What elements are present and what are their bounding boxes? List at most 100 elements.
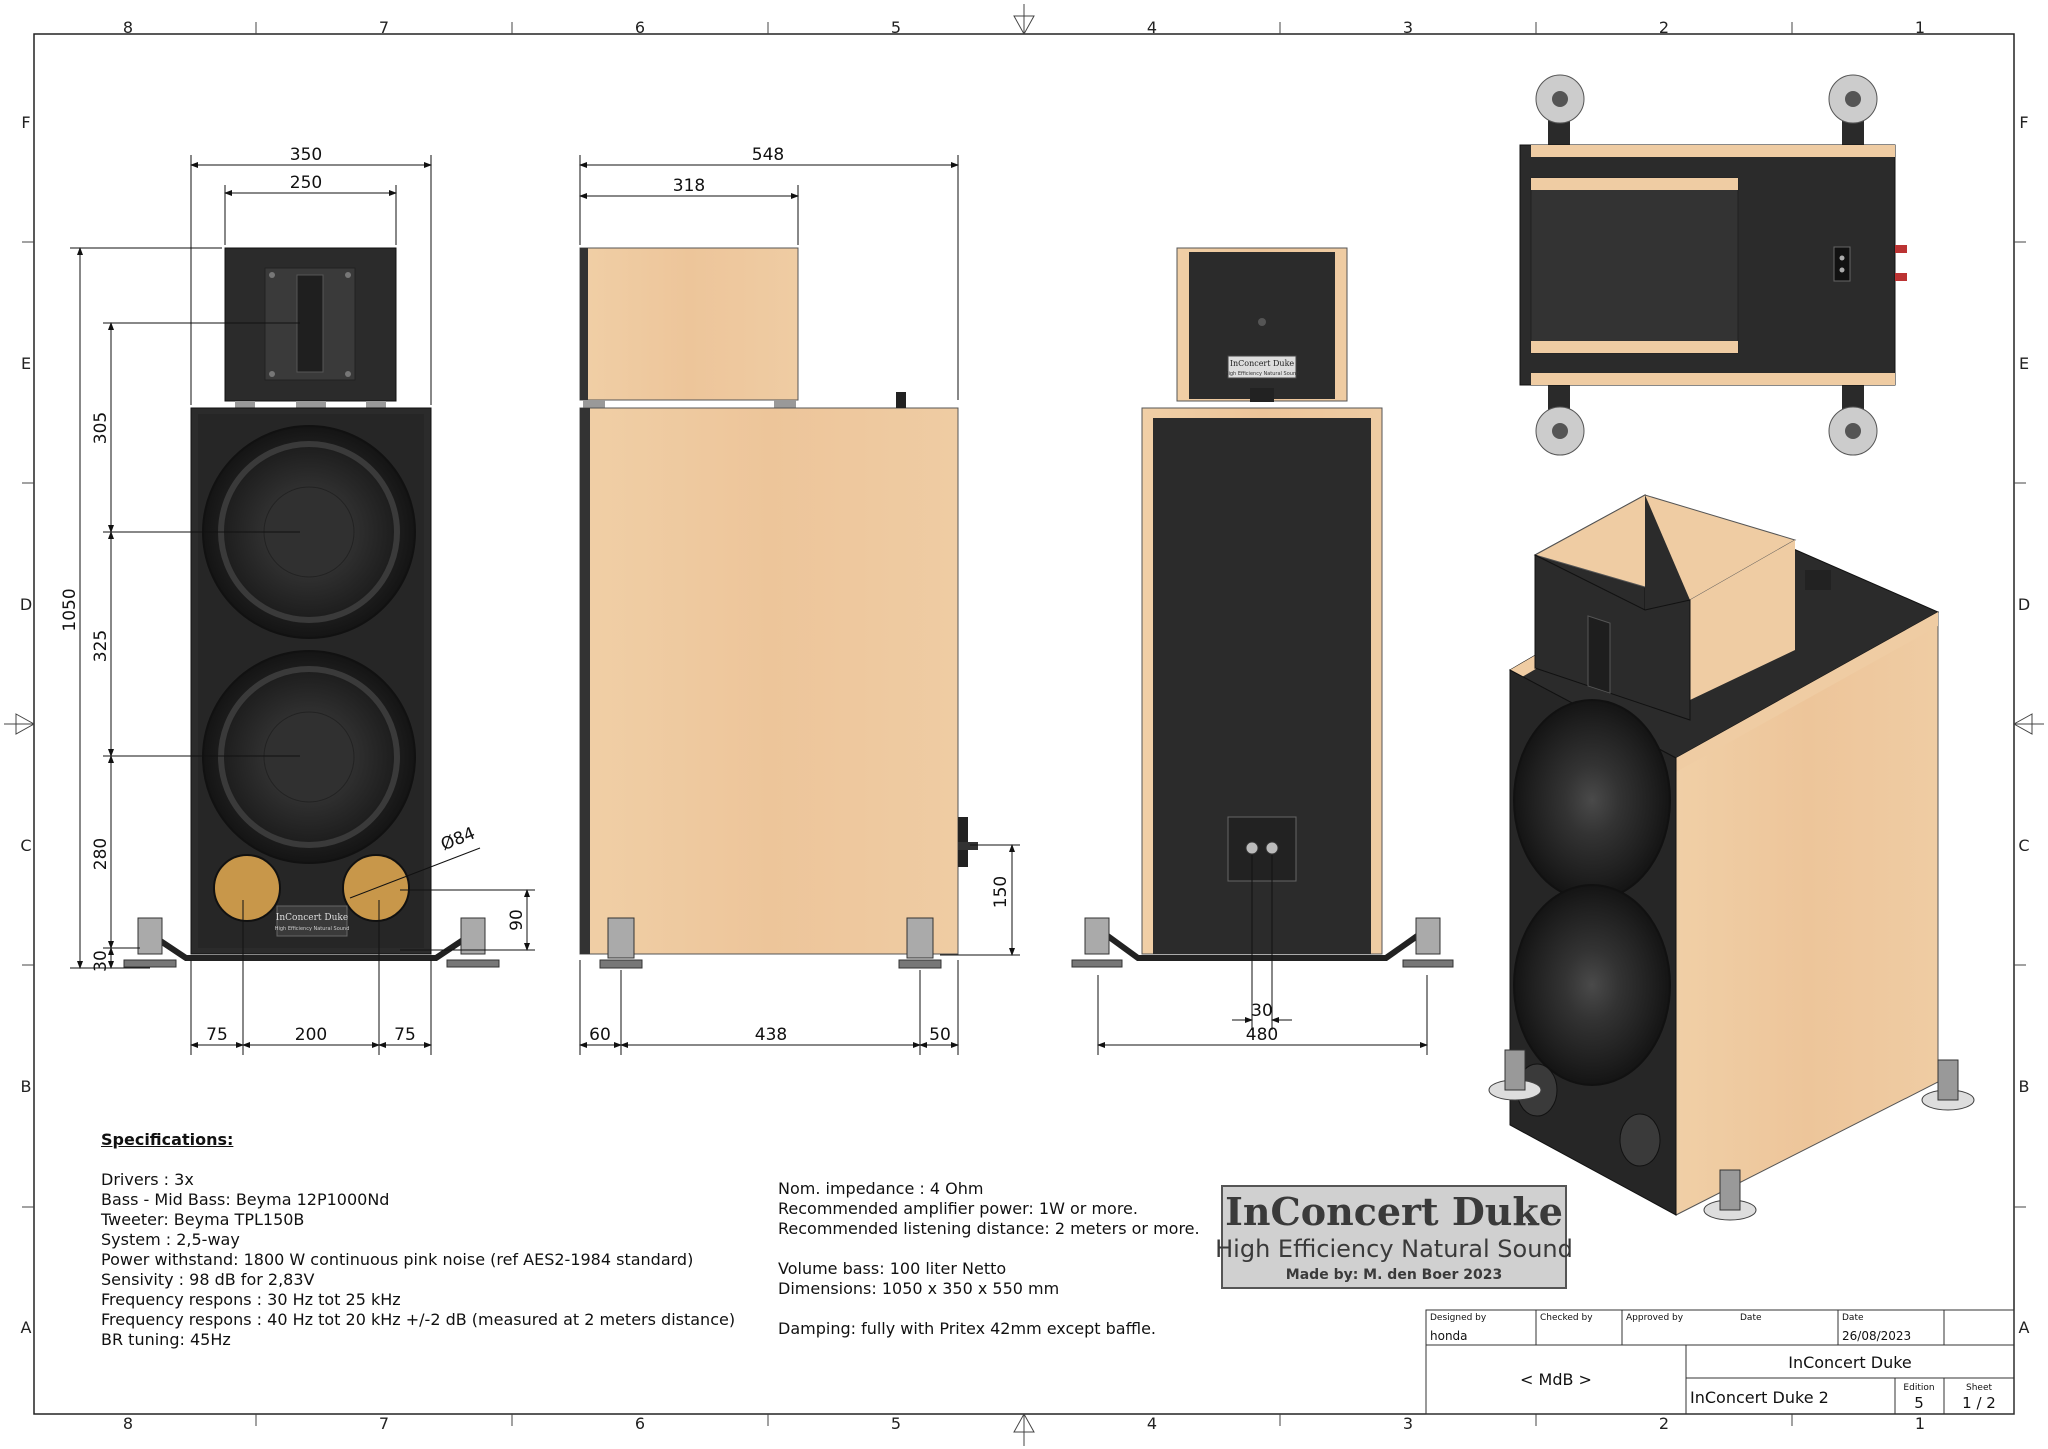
foot-disc-icon bbox=[1828, 74, 1878, 124]
specifications-block: Specifications: Drivers : 3x Bass - Mid … bbox=[101, 1130, 735, 1350]
side-cabinet bbox=[579, 407, 959, 955]
spec-line: Recommended listening distance: 2 meters… bbox=[778, 1219, 1200, 1238]
iso-woofer-bottom-icon bbox=[1513, 884, 1671, 1086]
rear-view: InConcert Duke High Efficiency Natural S… bbox=[1071, 247, 1454, 968]
dim-foot-back: 50 bbox=[929, 1025, 951, 1045]
rear-badge bbox=[1227, 355, 1297, 379]
front-view: InConcert Duke High Efficiency Natural S… bbox=[123, 247, 500, 968]
rear-badge-line2: High Efficiency Natural Sound bbox=[1225, 371, 1300, 377]
specifications-extra-block: Nom. impedance : 4 Ohm Recommended ampli… bbox=[778, 1179, 1200, 1339]
title-block bbox=[1425, 1309, 2015, 1415]
spec-line: Frequency respons : 30 Hz tot 25 kHz bbox=[101, 1290, 401, 1309]
spec-line: Drivers : 3x bbox=[101, 1170, 194, 1189]
dim-tweeter-depth: 318 bbox=[673, 176, 705, 196]
foot-spike-icon bbox=[1402, 917, 1454, 968]
iso-terminal-icon bbox=[1805, 570, 1831, 590]
grid-col-top: 1 bbox=[1915, 18, 1925, 37]
front-badge-line2: High Efficiency Natural Sound bbox=[275, 926, 350, 932]
spec-line: Tweeter: Beyma TPL150B bbox=[101, 1210, 305, 1229]
edition-label: Edition bbox=[1903, 1383, 1934, 1393]
front-dimension-labels: 350 250 1050 305 325 280 30 90 Ø84 75 20… bbox=[60, 145, 527, 1045]
port-left-icon bbox=[213, 854, 281, 922]
dim-mid-height: 325 bbox=[91, 630, 111, 662]
date-value: 26/08/2023 bbox=[1842, 1329, 1911, 1343]
side-tweeter-box bbox=[579, 247, 799, 401]
spec-line: Sensivity : 98 dB for 2,83V bbox=[101, 1270, 315, 1289]
sheet-value: 1 / 2 bbox=[1962, 1394, 1996, 1412]
grid-row-left: E bbox=[21, 354, 31, 373]
iso-foot-icon bbox=[1703, 1169, 1757, 1221]
grid-row-left: D bbox=[20, 595, 32, 614]
foot-spike-icon bbox=[599, 917, 643, 969]
rear-badge-line1: InConcert Duke bbox=[1230, 359, 1295, 368]
dim-port-left: 75 bbox=[206, 1025, 228, 1045]
dim-terminal-spacing: 30 bbox=[1251, 1001, 1273, 1021]
logo-title: InConcert Duke bbox=[1225, 1189, 1563, 1234]
foot-spike-icon bbox=[123, 917, 177, 968]
dim-top-height: 305 bbox=[91, 412, 111, 444]
dim-depth: 548 bbox=[752, 145, 784, 165]
rear-base-plate bbox=[1103, 931, 1422, 961]
dim-terminal-height: 150 bbox=[991, 876, 1011, 908]
grid-col-top: 8 bbox=[123, 18, 133, 37]
grid-row-right: E bbox=[2019, 354, 2029, 373]
grid-col-bottom: 1 bbox=[1915, 1414, 1925, 1433]
front-badge-line1: InConcert Duke bbox=[276, 913, 348, 923]
spec-line: Recommended amplifier power: 1W or more. bbox=[778, 1199, 1138, 1218]
grid-col-bottom: 3 bbox=[1403, 1414, 1413, 1433]
grid-col-top: 3 bbox=[1403, 18, 1413, 37]
grid-col-bottom: 7 bbox=[379, 1414, 389, 1433]
designed-by-label: Designed by bbox=[1430, 1313, 1487, 1323]
spec-line: Frequency respons : 40 Hz tot 20 kHz +/-… bbox=[101, 1310, 736, 1329]
spec-line: BR tuning: 45Hz bbox=[101, 1330, 231, 1349]
grid-row-right: F bbox=[2019, 113, 2028, 132]
center-markers bbox=[4, 4, 2044, 1446]
foot-spike-icon bbox=[1071, 917, 1123, 968]
spec-line: Dimensions: 1050 x 350 x 550 mm bbox=[778, 1279, 1060, 1298]
dim-foot-height: 30 bbox=[91, 950, 111, 972]
grid-row-right: D bbox=[2018, 595, 2030, 614]
title-block-text: Designed by honda Checked by Approved by… bbox=[1430, 1313, 1996, 1412]
spec-line: Damping: fully with Pritex 42mm except b… bbox=[778, 1319, 1156, 1338]
side-dimension-labels: 548 318 150 60 438 50 bbox=[589, 145, 1011, 1045]
dim-foot-span: 438 bbox=[755, 1025, 787, 1045]
grid-row-left: B bbox=[21, 1077, 32, 1096]
dim-overall-height: 1050 bbox=[60, 588, 80, 631]
spec-line: Nom. impedance : 4 Ohm bbox=[778, 1179, 984, 1198]
rear-dimension-labels: 30 480 bbox=[1246, 1001, 1278, 1045]
front-base-plate bbox=[148, 931, 474, 961]
dim-port-right: 75 bbox=[394, 1025, 416, 1045]
top-tweeter-box bbox=[1530, 177, 1739, 354]
front-dimension-lines bbox=[70, 155, 535, 1055]
dim-overall-width: 350 bbox=[290, 145, 322, 165]
drawing-title: InConcert Duke bbox=[1788, 1353, 1912, 1372]
grid-col-top: 5 bbox=[891, 18, 901, 37]
checked-by-label: Checked by bbox=[1540, 1313, 1593, 1323]
grid-row-right: C bbox=[2018, 836, 2029, 855]
specifications-title: Specifications: bbox=[101, 1130, 234, 1149]
logo-maker: Made by: M. den Boer 2023 bbox=[1286, 1267, 1502, 1283]
foot-disc-icon bbox=[1828, 406, 1878, 456]
dim-tweeter-width: 250 bbox=[290, 173, 322, 193]
sheet-label: Sheet bbox=[1966, 1383, 1992, 1393]
tweeter-horn bbox=[296, 274, 324, 373]
grid-col-top: 6 bbox=[635, 18, 645, 37]
approval-date-label: Date bbox=[1740, 1313, 1762, 1323]
isometric-view bbox=[1488, 494, 1975, 1221]
foot-spike-icon bbox=[898, 917, 942, 969]
approved-by-label: Approved by bbox=[1626, 1313, 1684, 1323]
iso-tweeter-horn-icon bbox=[1587, 615, 1611, 694]
grid-col-bottom: 2 bbox=[1659, 1414, 1669, 1433]
side-view bbox=[579, 247, 978, 969]
grid-col-top: 7 bbox=[379, 18, 389, 37]
designed-by-value: honda bbox=[1430, 1329, 1468, 1343]
spec-line: Bass - Mid Bass: Beyma 12P1000Nd bbox=[101, 1190, 390, 1209]
logo-plate: InConcert Duke High Efficiency Natural S… bbox=[1215, 1185, 1573, 1289]
spec-line: System : 2,5-way bbox=[101, 1230, 240, 1249]
iso-foot-icon bbox=[1488, 1049, 1542, 1101]
logo-tagline: High Efficiency Natural Sound bbox=[1215, 1235, 1573, 1263]
spec-line: Volume bass: 100 liter Netto bbox=[778, 1259, 1007, 1278]
top-connector-icon bbox=[896, 392, 906, 408]
company-name: < MdB > bbox=[1520, 1370, 1592, 1389]
